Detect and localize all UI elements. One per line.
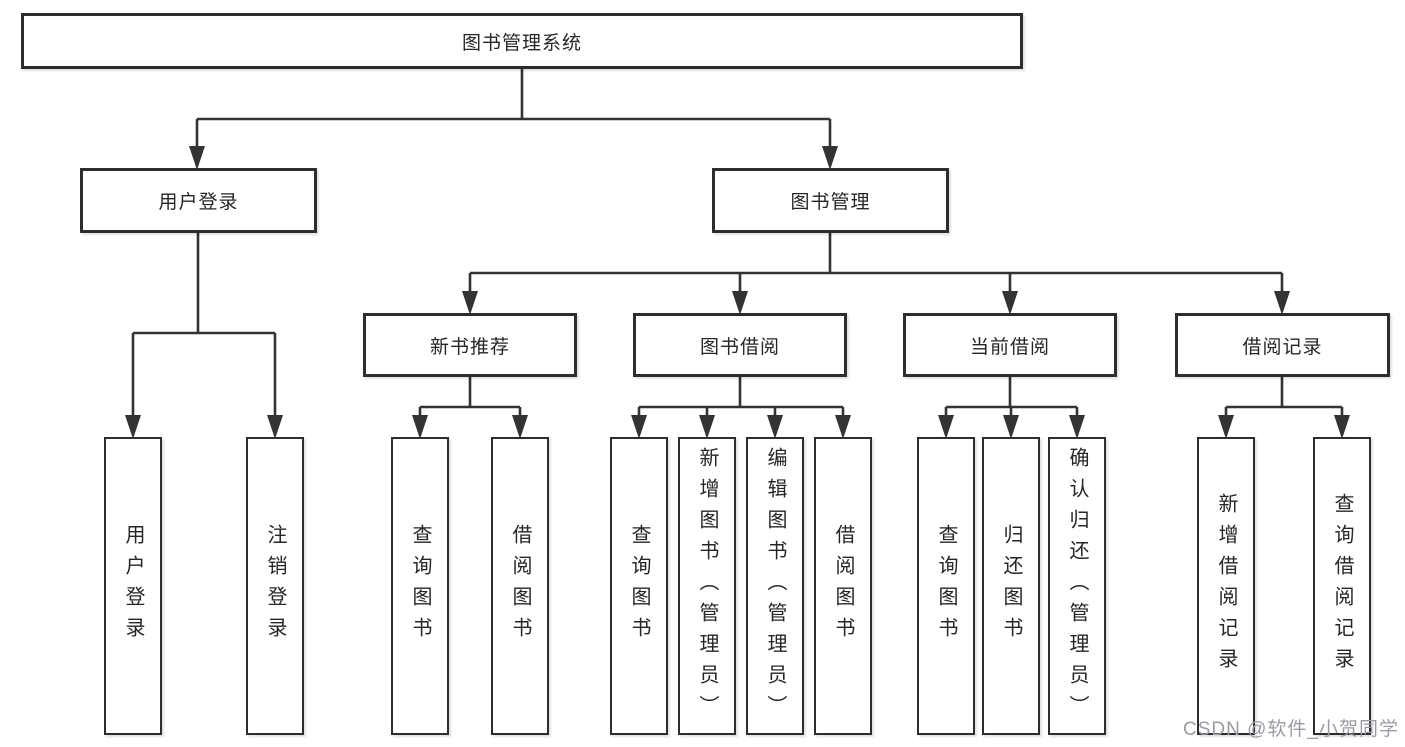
arrowhead — [699, 415, 715, 439]
leaf-return-book: 归还图书 — [982, 437, 1040, 735]
arrowhead — [1002, 291, 1018, 315]
leaf-query-book-current: 查询图书 — [917, 437, 975, 735]
node-book-management-label: 图书管理 — [790, 192, 871, 213]
node-new-book-recommend: 新书推荐 — [363, 313, 577, 377]
connector-current-borrow — [944, 377, 1079, 419]
leaf-add-book-admin: 新增图书（管理员） — [678, 437, 736, 735]
leaf-edit-book-admin: 编辑图书（管理员） — [746, 437, 804, 735]
arrowhead — [1274, 291, 1290, 315]
node-user-login-label: 用户登录 — [158, 192, 239, 213]
leaf-query-borrow-record: 查询借阅记录 — [1313, 437, 1371, 735]
node-root: 图书管理系统 — [21, 13, 1023, 69]
connector-user-login — [131, 233, 277, 419]
leaf-logout: 注销登录 — [246, 437, 304, 735]
arrowhead — [822, 146, 838, 170]
leaf-query-borrow-record-label: 查询借阅记录 — [1331, 493, 1353, 679]
node-user-login: 用户登录 — [80, 168, 317, 233]
arrowhead — [412, 415, 428, 439]
node-current-borrow: 当前借阅 — [903, 313, 1117, 377]
node-book-management: 图书管理 — [712, 168, 949, 233]
arrowhead — [835, 415, 851, 439]
arrowhead — [938, 415, 954, 439]
arrowhead — [732, 291, 748, 315]
node-new-book-recommend-label: 新书推荐 — [429, 336, 510, 358]
arrowhead — [1334, 415, 1350, 439]
connector-borrow-records — [1224, 377, 1344, 419]
leaf-confirm-return-admin: 确认归还（管理员） — [1048, 437, 1106, 735]
arrowhead — [1003, 415, 1019, 439]
connector-root — [195, 69, 832, 150]
connector-book-management — [468, 233, 1284, 295]
arrowhead — [1069, 415, 1085, 439]
leaf-add-borrow-record-label: 新增借阅记录 — [1215, 493, 1237, 679]
arrowhead — [767, 415, 783, 439]
leaf-user-login: 用户登录 — [104, 437, 162, 735]
connector-book-borrow — [637, 377, 845, 419]
node-borrow-records-label: 借阅记录 — [1242, 336, 1323, 358]
node-book-borrow: 图书借阅 — [633, 313, 847, 377]
leaf-confirm-return-admin-label: 确认归还（管理员） — [1066, 446, 1088, 726]
leaf-borrow-book-recommend: 借阅图书 — [491, 437, 549, 735]
connector-new-book-recommend — [418, 377, 522, 419]
leaf-edit-book-admin-label: 编辑图书（管理员） — [764, 446, 786, 726]
arrowhead — [1218, 415, 1234, 439]
leaf-query-book-current-label: 查询图书 — [935, 524, 957, 648]
leaf-query-book-recommend-label: 查询图书 — [409, 524, 431, 648]
leaf-add-borrow-record: 新增借阅记录 — [1197, 437, 1255, 735]
arrowhead — [512, 415, 528, 439]
leaf-query-book-borrow-label: 查询图书 — [628, 524, 650, 648]
leaf-user-login-label: 用户登录 — [122, 524, 144, 648]
leaf-add-book-admin-label: 新增图书（管理员） — [696, 446, 718, 726]
leaf-logout-label: 注销登录 — [264, 524, 286, 648]
arrowhead — [462, 291, 478, 315]
csdn-watermark: CSDN @软件_小贺同学 — [1183, 719, 1399, 740]
arrowhead — [267, 415, 283, 439]
leaf-return-book-label: 归还图书 — [1000, 524, 1022, 648]
node-root-label: 图书管理系统 — [461, 32, 582, 54]
node-book-borrow-label: 图书借阅 — [699, 336, 780, 358]
arrowhead — [125, 415, 141, 439]
leaf-borrow-book: 借阅图书 — [814, 437, 872, 735]
node-current-borrow-label: 当前借阅 — [969, 336, 1050, 358]
arrowhead — [189, 146, 205, 170]
leaf-borrow-book-label: 借阅图书 — [832, 524, 854, 648]
node-borrow-records: 借阅记录 — [1175, 313, 1390, 377]
arrowhead — [631, 415, 647, 439]
leaf-borrow-book-recommend-label: 借阅图书 — [509, 524, 531, 648]
leaf-query-book-borrow: 查询图书 — [610, 437, 668, 735]
leaf-query-book-recommend: 查询图书 — [391, 437, 449, 735]
